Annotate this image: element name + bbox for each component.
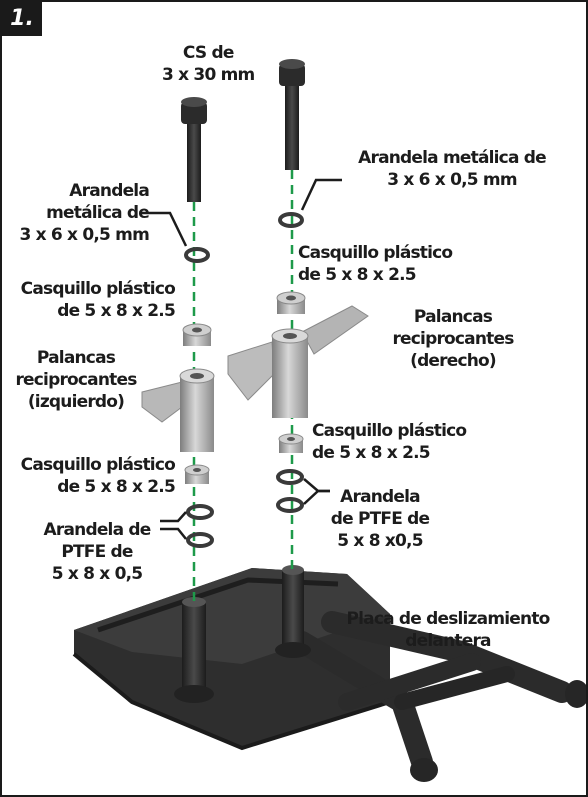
bellcrank-right-label: Palancas reciprocantes (derecho) (392, 307, 514, 371)
metal-washer-left (184, 247, 210, 263)
bushing-upper-right (276, 291, 306, 314)
ptfe-washer-left-label: Arandela de PTFE de 5 x 8 x 0,5 (43, 520, 152, 584)
screw-label: CS de 3 x 30 mm (162, 43, 255, 85)
ptfe-washer-right-label: Arandela de PTFE de 5 x 8 x0,5 (330, 487, 430, 551)
metal-washer-right-label: Arandela metálica de 3 x 6 x 0,5 mm (358, 148, 547, 190)
bellcrank-right (227, 305, 369, 418)
bellcrank-left-label: Palancas reciprocantes (izquierdo) (15, 348, 137, 412)
bushing-lower-left-label: Casquillo plástico de 5 x 8 x 2.5 (20, 455, 176, 497)
metal-washer-left-label: Arandela metálica de 3 x 6 x 0,5 mm (19, 181, 149, 245)
skid-plate-label: Placa de deslizamiento delantera (346, 609, 550, 651)
bushing-upper-left (182, 323, 212, 346)
ptfe-washers-left (186, 504, 214, 548)
bushing-upper-left-label: Casquillo plástico de 5 x 8 x 2.5 (20, 279, 176, 321)
front-skid-plate (72, 565, 586, 782)
ptfe-washers-right (276, 469, 304, 513)
bushing-lower-right (278, 433, 304, 453)
step-number-badge: 1. (2, 2, 42, 36)
bushing-upper-right-label: Casquillo plástico de 5 x 8 x 2.5 (298, 243, 453, 285)
screw-right (279, 59, 305, 170)
screw-left (181, 97, 207, 202)
leader-lines (142, 178, 342, 540)
bushing-lower-left (184, 464, 210, 484)
bellcrank-left (141, 368, 215, 452)
metal-washer-right (278, 212, 304, 228)
bushing-lower-right-label: Casquillo plástico de 5 x 8 x 2.5 (312, 421, 467, 463)
